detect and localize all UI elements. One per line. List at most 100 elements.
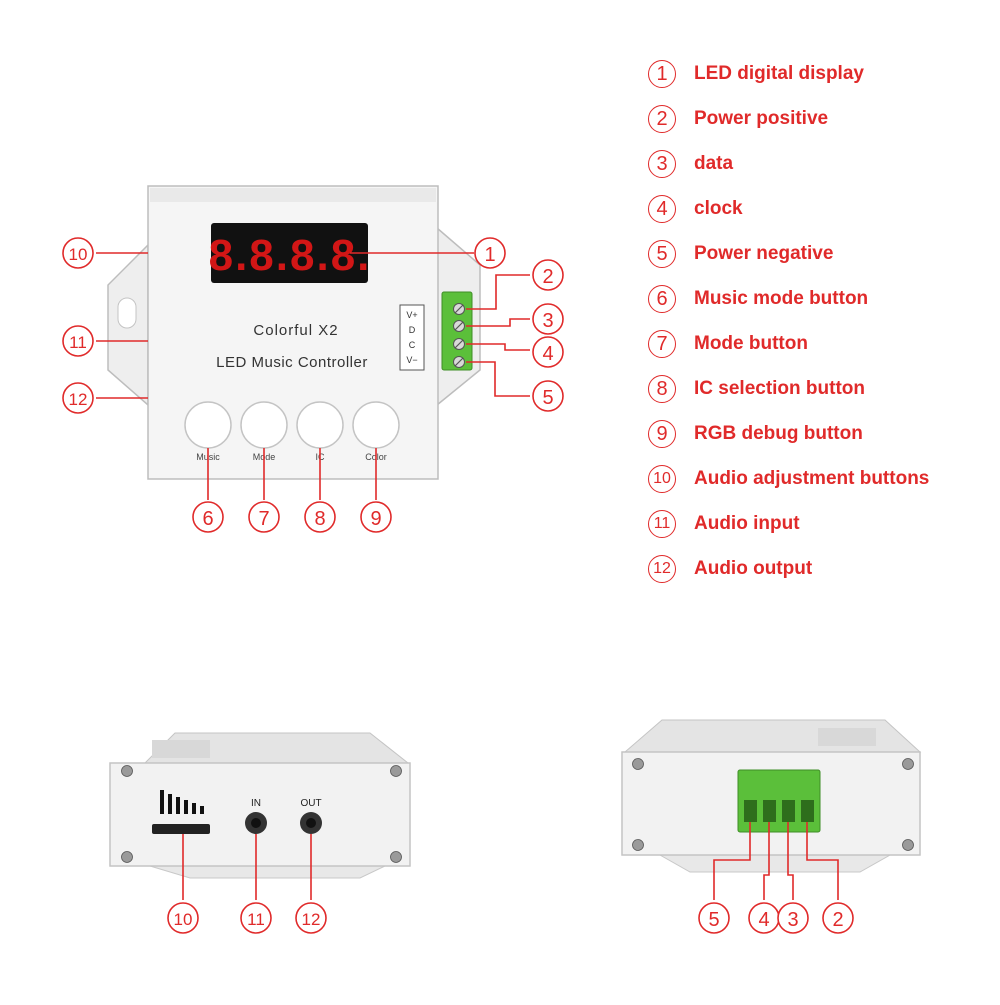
svg-text:3: 3 [542,310,553,332]
left-mount-slot [117,297,137,329]
front-callouts: 1 2 3 4 5 6 7 8 [62,237,564,533]
front-panel-top-edge [150,188,436,202]
device-front: 8.8.8.8. Colorful X2 LED Music Controlle… [107,185,481,480]
svg-text:10: 10 [69,245,88,264]
legend-label: Music mode button [694,288,869,309]
callout-2: 2 [532,259,564,291]
terminal-label-vminus: V− [406,355,417,365]
mode-button[interactable] [240,401,288,449]
side-callouts: 10 11 12 [167,902,327,934]
back-terminal-slot-vplus [801,800,814,822]
side-callout-11: 11 [240,902,272,934]
back-callouts: 5 4 3 2 [698,902,854,934]
audio-out-label: OUT [300,798,321,809]
legend-number: 12 [648,555,676,583]
legend-item-3: 3 data [648,148,733,180]
back-callout-5: 5 [698,902,730,934]
audio-in-label: IN [251,798,261,809]
side-base-plate [149,865,386,879]
volume-level-icon [160,790,204,814]
side-callout-10: 10 [167,902,199,934]
back-callout-4: 4 [748,902,780,934]
svg-text:12: 12 [69,390,88,409]
legend-number: 3 [648,150,676,178]
side-leader-lines [182,834,312,900]
legend-item-11: 11 Audio input [648,508,800,540]
back-screw-br [902,839,914,851]
legend-label: Mode button [694,333,808,354]
music-button[interactable] [184,401,232,449]
svg-text:5: 5 [708,909,719,931]
back-screw-tl [632,758,644,770]
legend-label: data [694,153,734,174]
svg-text:10: 10 [174,910,193,929]
device-side-audio: IN OUT [109,732,411,879]
legend-number: 1 [648,60,676,88]
led-digital-display [211,223,368,283]
svg-text:12: 12 [302,910,321,929]
ic-button[interactable] [296,401,344,449]
svg-text:4: 4 [758,909,769,931]
legend-item-4: 4 clock [648,193,743,225]
terminal-label-d: D [409,325,416,335]
volume-adjust-wheel[interactable] [152,824,210,834]
terminal-label-c: C [409,340,416,350]
back-terminal-slot-d [782,800,795,822]
legend-number: 8 [648,375,676,403]
svg-text:7: 7 [258,508,269,530]
side-top-display [152,740,210,758]
legend-label: Audio input [694,513,800,534]
device-back-terminal [621,719,922,873]
svg-text:8: 8 [314,508,325,530]
callout-11: 11 [62,325,94,357]
side-callout-12: 12 [295,902,327,934]
back-leader-lines [713,822,839,900]
legend-number: 4 [648,195,676,223]
legend-label: Power negative [694,243,834,264]
svg-text:2: 2 [832,909,843,931]
side-screw-tl [121,765,133,777]
svg-text:2: 2 [542,266,553,288]
legend-number: 5 [648,240,676,268]
callout-10: 10 [62,237,94,269]
svg-text:6: 6 [202,508,213,530]
legend-label: Audio adjustment buttons [694,468,930,489]
device-title-line1: Colorful X2 [253,322,338,339]
legend-number: 2 [648,105,676,133]
svg-text:1: 1 [484,244,495,266]
callout-9: 9 [360,501,392,533]
legend-number: 7 [648,330,676,358]
legend-number: 9 [648,420,676,448]
legend-item-1: 1 LED digital display [648,58,864,90]
terminal-label-vplus: V+ [406,310,417,320]
front-leader-lines [96,252,530,500]
svg-text:9: 9 [370,508,381,530]
svg-text:4: 4 [542,343,553,365]
color-button[interactable] [352,401,400,449]
terminal-label-box [399,304,425,371]
back-top-display [818,728,876,746]
legend-number: 11 [648,510,676,538]
back-terminal-slot-vminus [744,800,757,822]
back-terminal-block [737,769,821,833]
callout-4: 4 [532,336,564,368]
back-screw-tr [902,758,914,770]
callout-12: 12 [62,382,94,414]
back-callout-3: 3 [777,902,809,934]
legend-label: LED digital display [694,63,864,84]
display-digits: 8.8.8.8. [209,231,372,280]
svg-text:11: 11 [69,333,87,352]
back-screw-bl [632,839,644,851]
callout-1: 1 [474,237,506,269]
svg-text:5: 5 [542,387,553,409]
legend-label: clock [694,198,743,219]
legend-item-7: 7 Mode button [648,328,808,360]
side-screw-bl [121,851,133,863]
back-base-plate [658,854,892,873]
